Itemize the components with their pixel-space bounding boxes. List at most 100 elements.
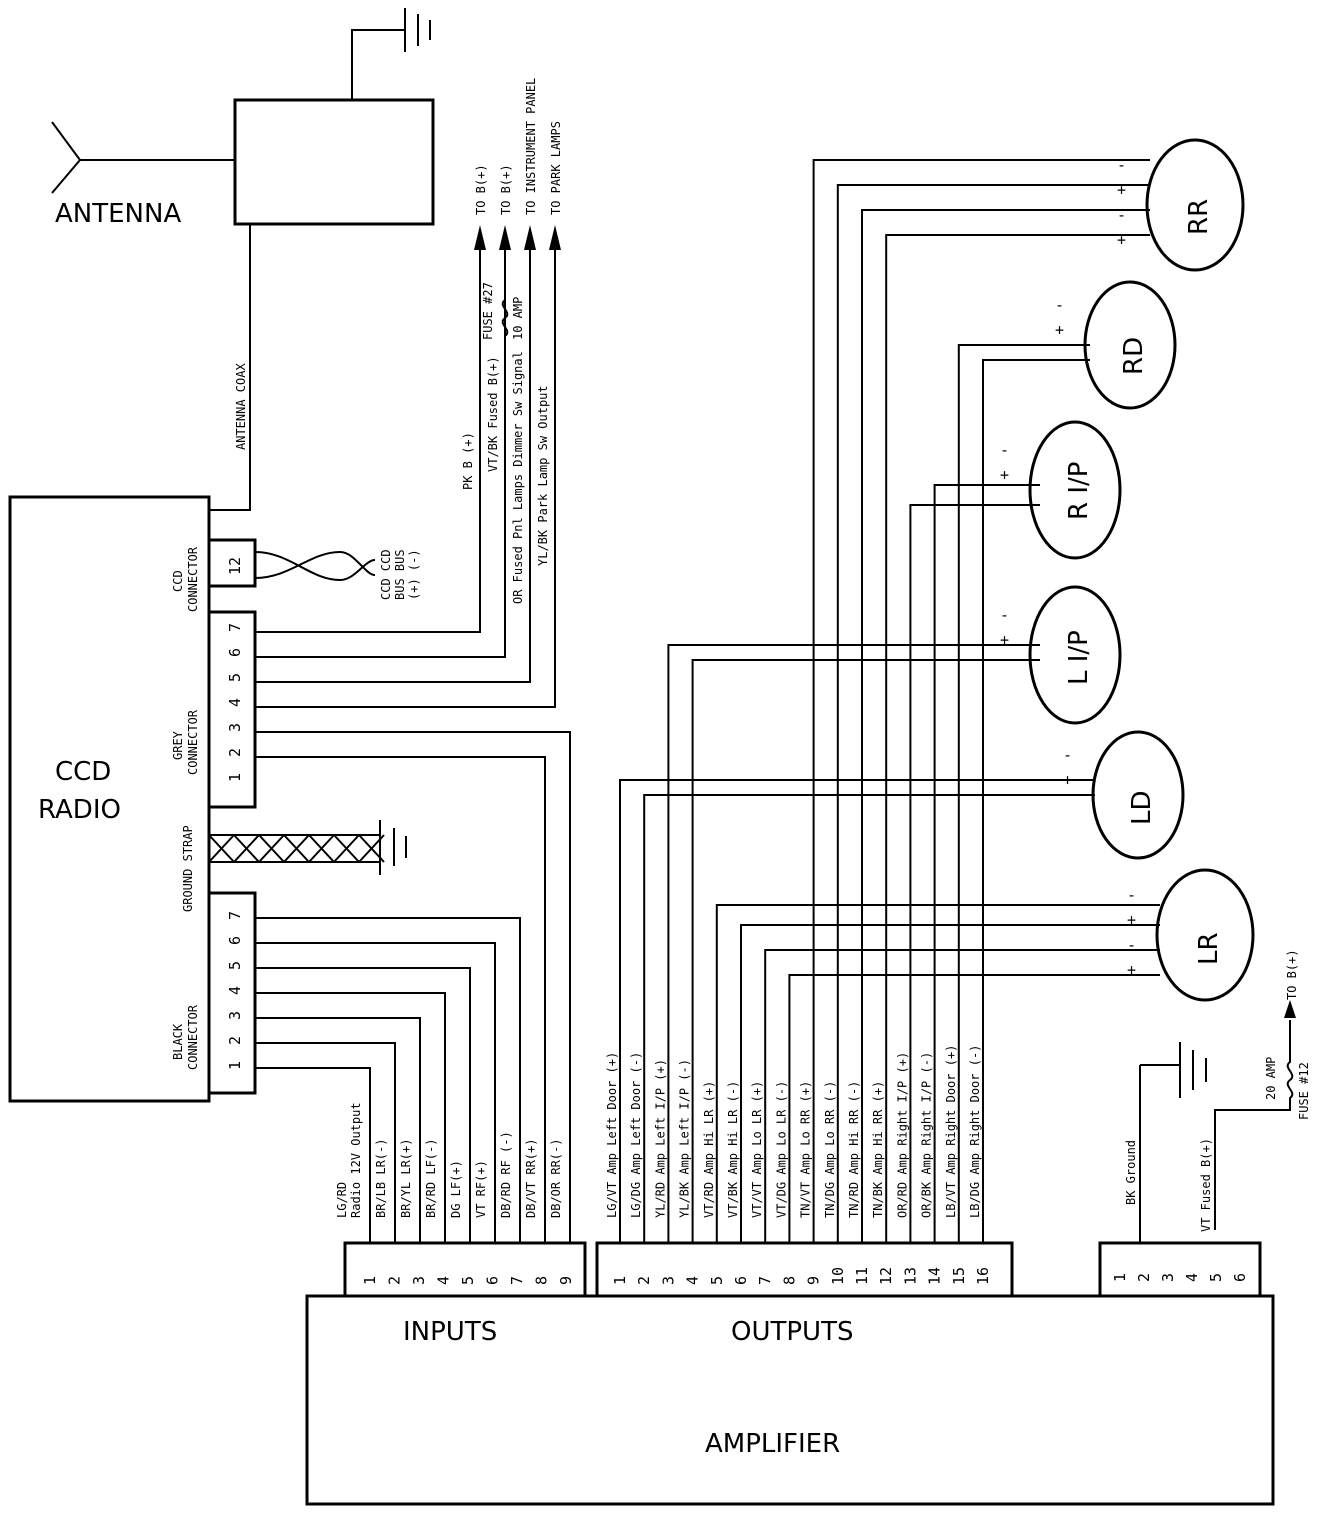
- arrow-icon: [499, 225, 511, 250]
- input-wire: [255, 731, 571, 1243]
- power-wire-label: VT Fused B(+): [1199, 1138, 1213, 1232]
- power-wire-label: BK Ground: [1124, 1140, 1138, 1205]
- output-pin-label: 11: [853, 1267, 871, 1285]
- speakers: RR-+-+RD-+R I/P-+L I/P-+LD-+LR-+-+: [1000, 138, 1255, 1002]
- top-wire: [255, 250, 481, 633]
- ccd-bus-label-1: CCD CCD: [379, 549, 393, 600]
- top-wire-dest-label: TO B(+): [499, 164, 513, 215]
- fuse12-label-2: FUSE #12: [1297, 1062, 1311, 1120]
- output-wire: [812, 159, 1150, 1243]
- input-wire: [255, 917, 521, 1243]
- input-pin-label: 5: [459, 1276, 477, 1285]
- radio-label-line1: CCD: [55, 757, 111, 787]
- speaker-circle: [1145, 138, 1245, 272]
- polarity-label: +: [1063, 771, 1072, 789]
- output-pin-label: 10: [829, 1267, 847, 1285]
- fuse-12-icon: [1214, 1000, 1296, 1230]
- polarity-label: +: [1055, 321, 1064, 339]
- input-wire: [255, 1042, 396, 1243]
- grey-connector: [207, 610, 257, 809]
- speaker-label: RR: [1184, 199, 1214, 235]
- speaker-label: L I/P: [1064, 630, 1094, 685]
- output-pin-label: 14: [926, 1267, 944, 1285]
- output-pin-label: 7: [756, 1276, 774, 1285]
- output-wire: [691, 659, 1040, 1243]
- arrow-icon: [549, 225, 561, 250]
- output-wire-label: VT/BK Amp Hi LR (-): [726, 1081, 740, 1218]
- output-wire: [740, 924, 1160, 1243]
- input-wire-label: DG LF(+): [449, 1160, 463, 1218]
- amplifier-label: AMPLIFIER: [705, 1429, 840, 1459]
- input-wire: [255, 992, 446, 1243]
- output-wire-label: LG/DG Amp Left Door (-): [629, 1052, 643, 1218]
- output-pin-label: 13: [901, 1267, 919, 1285]
- fuse27-label-2: 10 AMP: [511, 297, 525, 340]
- output-pin-label: 5: [708, 1276, 726, 1285]
- top-wire-label: PK B (+): [461, 432, 475, 490]
- top-wire: [255, 250, 556, 708]
- output-pin-label: 9: [805, 1276, 823, 1285]
- antenna-coax-label: ANTENNA COAX: [234, 363, 248, 450]
- polarity-label: -: [1055, 296, 1064, 314]
- black-pin-label: 7: [226, 911, 244, 920]
- input-wire-label: DB/VT RR(+): [524, 1139, 538, 1218]
- black-pin-label: 1: [226, 1061, 244, 1070]
- antenna-ground-wire: [351, 29, 405, 100]
- ccd-bus-label-3: (+) (-): [407, 549, 421, 600]
- input-wire: [255, 1067, 371, 1243]
- grey-pin-label: 3: [226, 723, 244, 732]
- input-wire: [255, 967, 471, 1243]
- ground-icon: [379, 820, 407, 875]
- speaker-circle: [1091, 730, 1185, 860]
- speaker-label: R I/P: [1064, 462, 1094, 520]
- output-wire: [861, 209, 1150, 1243]
- top-wire-label: YL/BK Park Lamp Sw Output: [536, 385, 550, 566]
- output-wire-label: TN/RD Amp Hi RR (-): [847, 1081, 861, 1218]
- speaker-circle: [1028, 585, 1122, 725]
- input-pin-label: 2: [386, 1276, 404, 1285]
- top-wire-dest-label: TO B(+): [474, 164, 488, 215]
- input-pin-label: 7: [508, 1276, 526, 1285]
- top-wire-label: OR Fused Pnl Lamps Dimmer Sw Signal: [511, 351, 525, 604]
- output-pin-label: 3: [659, 1276, 677, 1285]
- output-wire-label: OR/BK Amp Right I/P (-): [920, 1052, 934, 1218]
- output-wire-label: VT/DG Amp Lo LR (-): [774, 1081, 788, 1218]
- input-wire-label: Radio 12V Output: [349, 1102, 363, 1218]
- input-wire: [255, 756, 546, 1243]
- fuse-27-icon: [501, 299, 509, 337]
- output-wire: [885, 234, 1150, 1243]
- output-wire: [619, 779, 1095, 1243]
- amp-output-wires: 1LG/VT Amp Left Door (+)2LG/DG Amp Left …: [605, 159, 1160, 1285]
- output-wire-label: VT/VT Amp Lo LR (+): [750, 1081, 764, 1218]
- output-wire-label: OR/RD Amp Right I/P (+): [895, 1052, 909, 1218]
- input-pin-label: 3: [410, 1276, 428, 1285]
- output-wire-label: YL/RD Amp Left I/P (+): [653, 1059, 667, 1218]
- speaker-label: LR: [1194, 932, 1224, 965]
- top-wire-dest-label: TO PARK LAMPS: [549, 121, 563, 215]
- speaker-circle: [1083, 280, 1177, 410]
- output-wire-label: LG/VT Amp Left Door (+): [605, 1052, 619, 1218]
- output-pin-label: 2: [635, 1276, 653, 1285]
- output-wire-label: VT/RD Amp Hi LR (+): [702, 1081, 716, 1218]
- output-wire: [643, 794, 1095, 1243]
- black-pin-label: 3: [226, 1011, 244, 1020]
- input-wire-label: DB/RD RF (-): [499, 1131, 513, 1218]
- ccd-connector-label-1: CCD: [171, 570, 185, 592]
- power-pin-label: 4: [1183, 1273, 1201, 1282]
- output-wire-label: LB/DG Amp Right Door (-): [968, 1045, 982, 1218]
- output-wire: [764, 949, 1160, 1243]
- input-wire-label: DB/OR RR(-): [549, 1139, 563, 1218]
- input-pin-label: 1: [361, 1276, 379, 1285]
- input-pin-label: 4: [435, 1276, 453, 1285]
- ccd-bus-twisted-pair: [254, 550, 376, 582]
- top-wire: [255, 250, 531, 683]
- antenna-label: ANTENNA: [55, 199, 181, 229]
- black-pin-label: 4: [226, 986, 244, 995]
- input-wire: [255, 1017, 421, 1243]
- ccd-bus-label-2: BUS BUS: [393, 549, 407, 600]
- output-wire: [667, 644, 1040, 1243]
- antenna-symbol: [51, 121, 235, 194]
